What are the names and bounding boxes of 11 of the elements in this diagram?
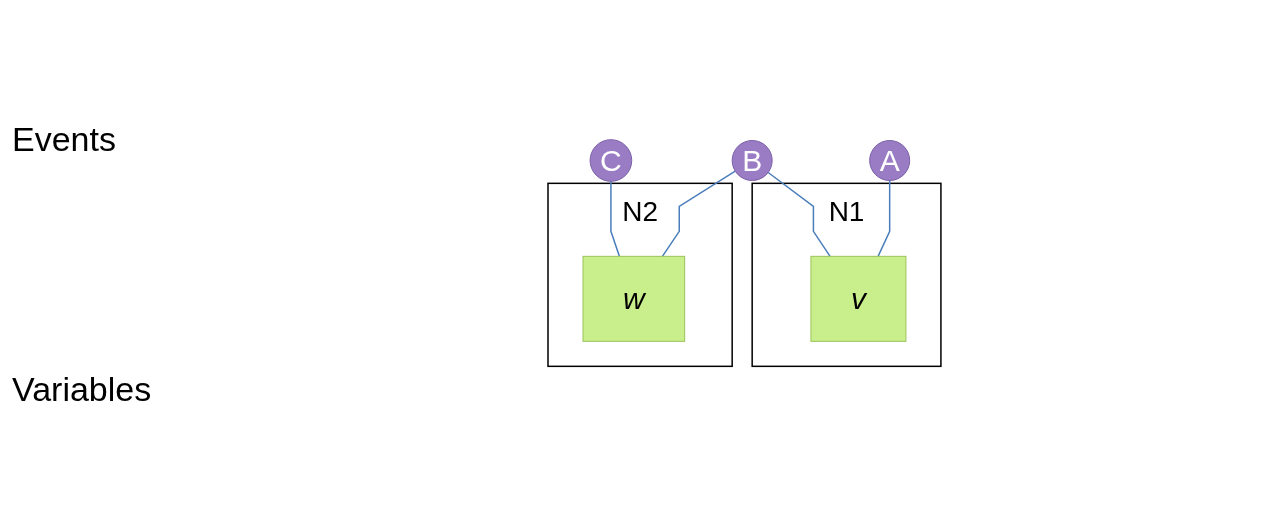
node-box: v: [809, 256, 906, 343]
row-label: Variables: [12, 370, 152, 409]
connector: [876, 180, 890, 258]
connector: [661, 170, 736, 258]
row-label: Events: [12, 120, 116, 159]
node-circle: C: [589, 139, 632, 183]
connector: [766, 172, 831, 258]
node-circle: B: [731, 140, 773, 182]
node-box: w: [582, 256, 685, 343]
connector: [609, 180, 620, 258]
node-circle: A: [868, 140, 910, 182]
